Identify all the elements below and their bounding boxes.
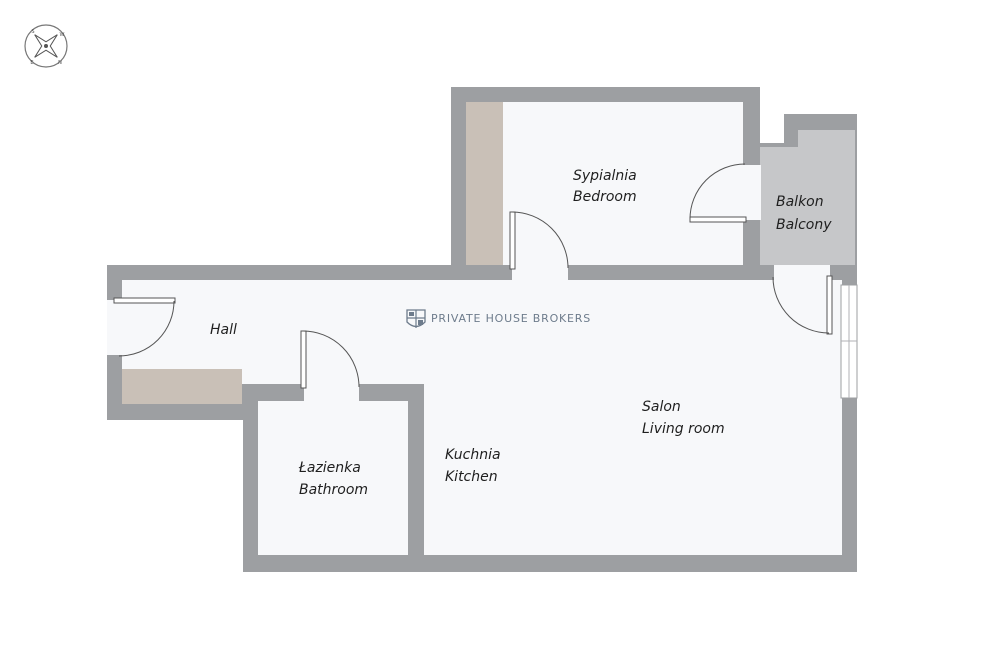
label-bathroom-pl: Łazienka (298, 460, 361, 476)
doors (113, 163, 833, 389)
label-living-pl: Salon (642, 399, 681, 415)
compass-letter-s: S (31, 29, 34, 35)
label-living-en: Living room (642, 421, 725, 437)
brand-logo (406, 309, 426, 328)
living-floor (424, 280, 842, 555)
compass-letter-e: E (30, 60, 33, 66)
brand-name: PRIVATE HOUSE BROKERS (431, 312, 591, 325)
compass-letter-w: W (60, 32, 65, 38)
door-openings (107, 165, 858, 402)
label-hall: Hall (210, 322, 237, 338)
label-bedroom-en: Bedroom (573, 189, 637, 205)
label-bathroom-en: Bathroom (299, 482, 368, 498)
label-bedroom-pl: Sypialnia (573, 168, 637, 184)
label-balcony-en: Balcony (776, 217, 832, 233)
label-kitchen-pl: Kuchnia (445, 447, 501, 463)
label-balcony-pl: Balkon (776, 194, 824, 210)
balcony-floor (760, 130, 855, 265)
floors (122, 102, 855, 555)
bedroom-wardrobe (466, 102, 503, 265)
compass-letter-n: N (58, 60, 62, 66)
hall-wardrobe (122, 369, 242, 404)
compass-icon: S W E N (24, 24, 68, 68)
bathroom-floor (258, 401, 408, 555)
label-kitchen-en: Kitchen (445, 469, 498, 485)
